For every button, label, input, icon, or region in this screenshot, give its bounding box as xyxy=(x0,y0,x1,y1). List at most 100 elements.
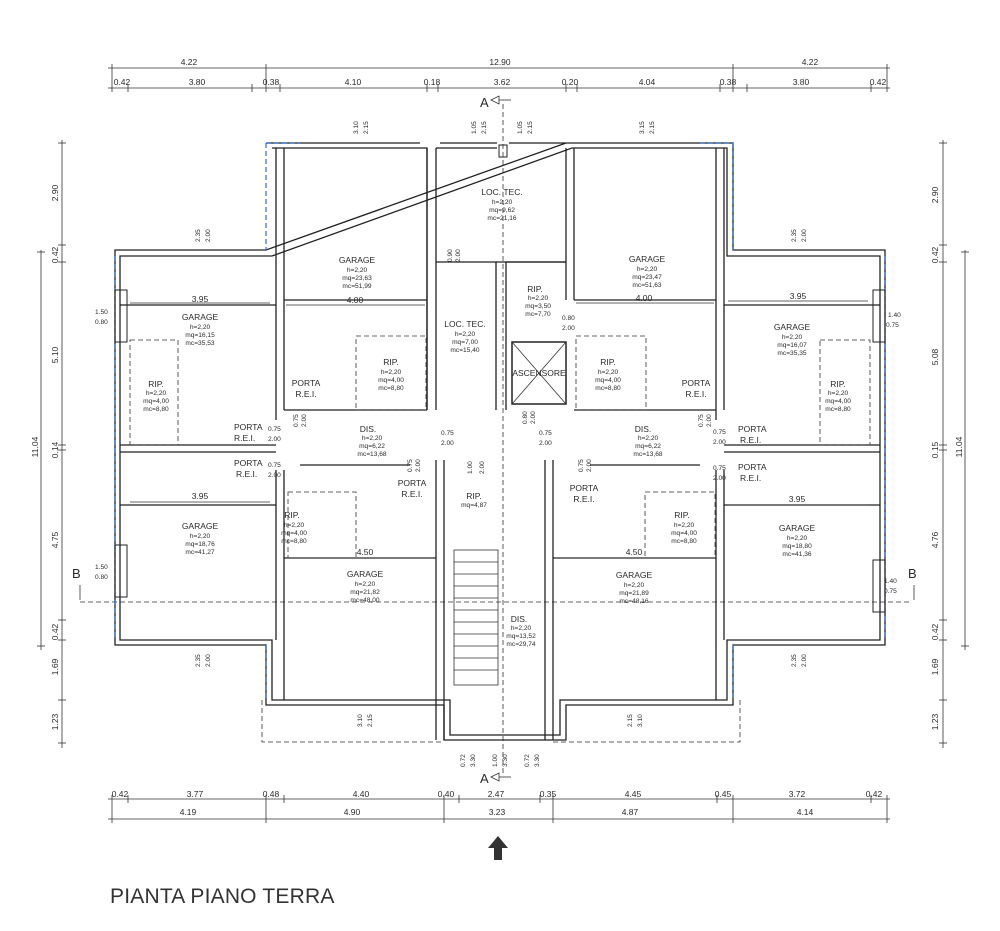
dim-left: 2.90 xyxy=(50,184,60,201)
svg-text:h=2,20: h=2,20 xyxy=(624,582,645,589)
dim-bottom: 0.35 xyxy=(540,789,557,799)
dim-bottom: 2.47 xyxy=(488,789,505,799)
svg-text:0.75: 0.75 xyxy=(698,414,705,427)
top-dimension-lines: 4.22 12.90 4.22 0.42 3.80 0.38 4.10 0.18… xyxy=(108,57,890,92)
section-a-bottom-label: A xyxy=(480,771,489,786)
svg-text:2.00: 2.00 xyxy=(301,414,308,427)
svg-text:2.15: 2.15 xyxy=(527,121,534,134)
svg-text:mq=21,82: mq=21,82 xyxy=(350,589,380,596)
svg-text:0.75: 0.75 xyxy=(268,462,281,469)
room-garage-lower-left: GARAGE h=2,20 mq=18,76 mc=41,27 xyxy=(182,521,219,556)
svg-text:3.95: 3.95 xyxy=(192,294,209,304)
svg-text:0.80: 0.80 xyxy=(95,574,108,581)
dim-left: 0.42 xyxy=(50,623,60,640)
door-porta-label: PORTA xyxy=(738,424,767,434)
svg-text:RIP.: RIP. xyxy=(527,284,542,294)
svg-text:mq=18,76: mq=18,76 xyxy=(185,541,215,548)
dim-top: 0.38 xyxy=(263,77,280,87)
svg-text:mc=7,70: mc=7,70 xyxy=(525,311,551,318)
svg-text:4.50: 4.50 xyxy=(357,547,374,557)
dim-top: 3.80 xyxy=(189,77,206,87)
svg-text:mq=9,62: mq=9,62 xyxy=(489,207,515,214)
door-rei-label: R.E.I. xyxy=(740,435,761,445)
svg-text:mc=51,99: mc=51,99 xyxy=(342,283,371,290)
svg-text:1.00: 1.00 xyxy=(467,461,474,474)
svg-text:0.75: 0.75 xyxy=(539,430,552,437)
svg-text:mq=16,07: mq=16,07 xyxy=(777,342,807,349)
svg-text:mq=4,87: mq=4,87 xyxy=(461,502,487,509)
svg-text:h=2,20: h=2,20 xyxy=(455,331,476,338)
svg-text:RIP.: RIP. xyxy=(600,357,615,367)
svg-text:0.75: 0.75 xyxy=(713,429,726,436)
svg-text:0.80: 0.80 xyxy=(95,319,108,326)
dim-bottom: 3.72 xyxy=(789,789,806,799)
svg-text:4.00: 4.00 xyxy=(347,295,364,305)
svg-text:h=2,20: h=2,20 xyxy=(787,535,808,542)
svg-text:GARAGE: GARAGE xyxy=(182,312,219,322)
svg-text:3.30: 3.30 xyxy=(502,754,509,767)
svg-text:2.35: 2.35 xyxy=(791,654,798,667)
room-rip-center-top: RIP. h=2,20 mq=3,50 mc=7,70 xyxy=(525,284,551,318)
door-rei-label: R.E.I. xyxy=(295,389,316,399)
door-rei-label: R.E.I. xyxy=(234,433,255,443)
dim-right: 1.69 xyxy=(930,658,940,675)
dim-bottom: 0.42 xyxy=(866,789,883,799)
svg-text:h=2,20: h=2,20 xyxy=(674,522,695,529)
dim-bottom: 0.42 xyxy=(112,789,129,799)
svg-text:h=2,20: h=2,20 xyxy=(190,533,211,540)
svg-text:2.00: 2.00 xyxy=(586,459,593,472)
svg-text:2.00: 2.00 xyxy=(479,461,486,474)
room-rip-under-stair: RIP. mq=4,87 xyxy=(461,491,487,509)
svg-text:mq=4,00: mq=4,00 xyxy=(378,377,404,384)
svg-text:DIS.: DIS. xyxy=(635,424,652,434)
svg-text:mq=3,50: mq=3,50 xyxy=(525,303,551,310)
svg-text:mq=13,52: mq=13,52 xyxy=(506,633,536,640)
svg-text:LOC. TEC.: LOC. TEC. xyxy=(444,319,485,329)
door-porta-label: PORTA xyxy=(682,378,711,388)
svg-text:mq=4,00: mq=4,00 xyxy=(281,530,307,537)
svg-text:3.95: 3.95 xyxy=(192,491,209,501)
svg-text:RIP.: RIP. xyxy=(830,379,845,389)
room-garage-top-left: GARAGE h=2,20 mq=23,63 mc=51,99 xyxy=(339,255,376,290)
svg-text:h=2,20: h=2,20 xyxy=(492,199,513,206)
door-rei-label: R.E.I. xyxy=(740,473,761,483)
svg-text:GARAGE: GARAGE xyxy=(779,523,816,533)
svg-text:h=2,20: h=2,20 xyxy=(598,369,619,376)
svg-text:RIP.: RIP. xyxy=(284,510,299,520)
svg-text:2.00: 2.00 xyxy=(455,249,462,262)
entrance-arrow xyxy=(488,836,508,860)
room-garage-lower-right: GARAGE h=2,20 mq=18,80 mc=41,36 xyxy=(779,523,816,558)
svg-text:1.00: 1.00 xyxy=(492,754,499,767)
dim-bottom-total: 4.87 xyxy=(622,807,639,817)
dim-right: 5.08 xyxy=(930,348,940,365)
svg-text:mq=6,22: mq=6,22 xyxy=(635,443,661,450)
svg-text:1.40: 1.40 xyxy=(888,312,901,319)
dim-bottom-total: 3.23 xyxy=(489,807,506,817)
room-garage-bottom-right: GARAGE h=2,20 mq=21,89 mc=48,16 xyxy=(616,570,653,605)
svg-text:mc=8,80: mc=8,80 xyxy=(825,406,851,413)
svg-text:RIP.: RIP. xyxy=(383,357,398,367)
svg-text:GARAGE: GARAGE xyxy=(339,255,376,265)
svg-text:mq=4,00: mq=4,00 xyxy=(825,398,851,405)
storage-rooms-dashed xyxy=(129,335,871,559)
svg-text:2.35: 2.35 xyxy=(195,229,202,242)
svg-text:RIP.: RIP. xyxy=(148,379,163,389)
svg-text:2.00: 2.00 xyxy=(415,459,422,472)
svg-text:mc=8,80: mc=8,80 xyxy=(671,538,697,545)
svg-text:h=2,20: h=2,20 xyxy=(146,390,167,397)
svg-text:mq=23,63: mq=23,63 xyxy=(342,275,372,282)
dim-top-right-total: 4.22 xyxy=(802,57,819,67)
room-rip-lower-right: RIP. h=2,20 mq=4,00 mc=8,80 xyxy=(671,510,697,545)
svg-text:mc=48,00: mc=48,00 xyxy=(350,597,379,604)
svg-text:0.75: 0.75 xyxy=(578,459,585,472)
dim-top-center-total: 12.90 xyxy=(489,57,511,67)
svg-text:mc=13,68: mc=13,68 xyxy=(633,451,662,458)
door-porta-label: PORTA xyxy=(292,378,321,388)
door-rei-label: R.E.I. xyxy=(573,494,594,504)
dim-bottom: 0.40 xyxy=(438,789,455,799)
svg-text:0.75: 0.75 xyxy=(293,414,300,427)
dim-top: 4.04 xyxy=(639,77,656,87)
svg-text:2.00: 2.00 xyxy=(539,440,552,447)
svg-text:2.15: 2.15 xyxy=(649,121,656,134)
svg-text:0.75: 0.75 xyxy=(713,465,726,472)
